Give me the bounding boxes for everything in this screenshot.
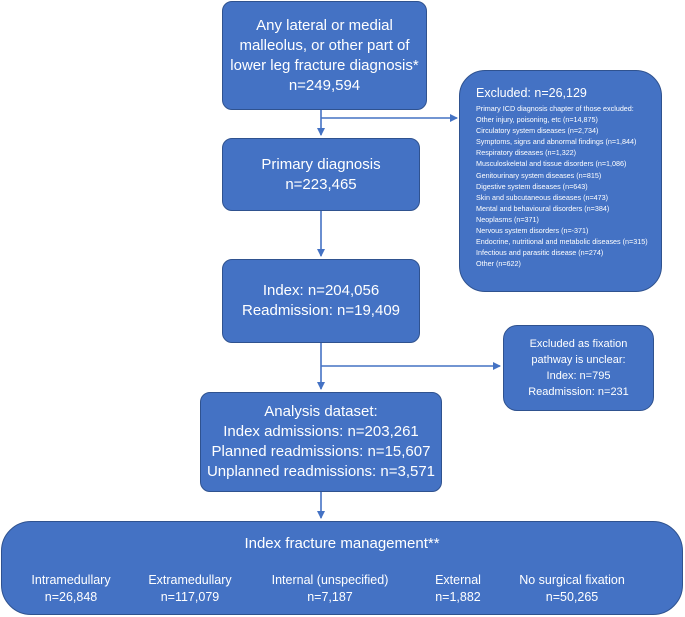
management-count: n=7,187 <box>307 590 353 604</box>
management-column-no-fixation: No surgical fixation n=50,265 <box>519 572 625 606</box>
fracture-management-box: Index fracture management** Intramedulla… <box>1 521 683 615</box>
excluded-diagnosis-title: Excluded: n=26,129 <box>476 86 587 100</box>
management-column-internal: Internal (unspecified) n=7,187 <box>272 572 389 606</box>
management-count: n=50,265 <box>545 590 599 604</box>
initial-cohort-box: Any lateral or medial malleolus, or othe… <box>222 1 427 110</box>
management-column-external: External n=1,882 <box>435 572 481 606</box>
analysis-line-1: Analysis dataset: <box>264 403 378 420</box>
excluded-diagnosis-item: Neoplasms (n=371) <box>476 214 539 224</box>
excluded-diagnosis-item: Genitourinary system diseases (n=815) <box>476 170 602 180</box>
excluded-fixation-line-3: Index: n=795 <box>546 370 611 382</box>
excluded-diagnosis-item: Symptoms, signs and abnormal findings (n… <box>476 137 637 147</box>
excluded-diagnosis-item: Respiratory diseases (n=1,322) <box>476 148 577 158</box>
excluded-diagnosis-item: Other (n=622) <box>476 259 521 269</box>
excluded-fixation-line-1: Excluded as fixation <box>529 338 628 350</box>
index-line-2: Readmission: n=19,409 <box>241 302 401 319</box>
management-count: n=1,882 <box>435 590 481 604</box>
initial-line-2: malleolus, or other part of <box>239 36 410 54</box>
excluded-diagnosis-item: Circulatory system diseases (n=2,734) <box>476 126 599 136</box>
management-label: Intramedullary <box>31 573 111 587</box>
excluded-diagnosis-item: Endocrine, nutritional and metabolic dis… <box>476 237 648 247</box>
management-label: Extramedullary <box>148 573 232 587</box>
management-label: Internal (unspecified) <box>271 573 389 587</box>
excluded-diagnosis-item: Primary ICD diagnosis chapter of those e… <box>476 104 634 113</box>
initial-line-3: lower leg fracture diagnosis* <box>230 56 419 74</box>
primary-count: n=223,465 <box>285 175 357 193</box>
initial-count: n=249,594 <box>288 76 361 94</box>
primary-diagnosis-box: Primary diagnosis n=223,465 <box>222 138 420 211</box>
excluded-diagnosis-item: Musculoskeletal and tissue disorders (n=… <box>476 159 627 169</box>
excluded-diagnosis-item: Mental and behavioural disorders (n=384) <box>476 203 610 213</box>
management-count: n=117,079 <box>160 590 220 604</box>
management-count: n=26,848 <box>44 590 98 604</box>
excluded-diagnosis-item: Infectious and parasitic disease (n=274) <box>476 248 604 258</box>
primary-line-1: Primary diagnosis <box>261 155 381 173</box>
excluded-diagnosis-box: Excluded: n=26,129 Primary ICD diagnosis… <box>459 70 662 292</box>
analysis-dataset-box: Analysis dataset: Index admissions: n=20… <box>200 392 442 492</box>
excluded-fixation-line-2: pathway is unclear: <box>531 354 626 366</box>
management-label: External <box>435 573 481 587</box>
index-line-1: Index: n=204,056 <box>262 282 380 299</box>
analysis-line-2: Index admissions: n=203,261 <box>223 423 419 440</box>
management-title: Index fracture management** <box>244 535 440 552</box>
excluded-diagnosis-item: Nervous system disorders (n=-371) <box>476 226 589 236</box>
analysis-line-4: Unplanned readmissions: n=3,571 <box>206 463 436 480</box>
excluded-diagnosis-item: Other injury, poisoning, etc (n=14,875) <box>476 115 598 125</box>
excluded-fixation-line-4: Readmission: n=231 <box>528 386 629 398</box>
excluded-diagnosis-item: Skin and subcutaneous diseases (n=473) <box>476 192 609 202</box>
analysis-line-3: Planned readmissions: n=15,607 <box>211 443 431 460</box>
index-readmission-box: Index: n=204,056 Readmission: n=19,409 <box>222 259 420 343</box>
management-label: No surgical fixation <box>519 573 625 587</box>
initial-line-1: Any lateral or medial <box>256 16 393 34</box>
excluded-fixation-box: Excluded as fixation pathway is unclear:… <box>503 325 654 411</box>
excluded-diagnosis-item: Digestive system diseases (n=643) <box>476 181 588 191</box>
management-column-intramedullary: Intramedullary n=26,848 <box>31 572 110 606</box>
management-column-extramedullary: Extramedullary n=117,079 <box>148 572 231 606</box>
